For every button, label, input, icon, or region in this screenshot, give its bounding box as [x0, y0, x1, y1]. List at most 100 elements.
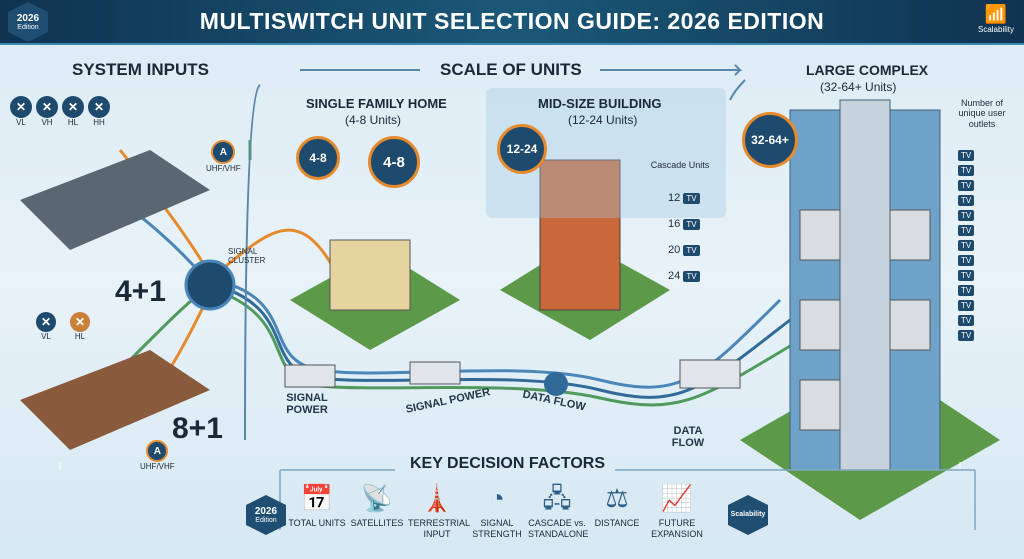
- outlets-label: Number of unique user outlets: [958, 98, 1006, 129]
- cascade-count: 20: [668, 244, 681, 256]
- tv-icon: TV: [958, 240, 975, 251]
- scalability-badge-bottom: Scalability: [728, 495, 768, 535]
- mid-building-units: (12-24 Units): [568, 113, 638, 127]
- antenna-icon: A: [211, 140, 236, 164]
- lnb-group: ✕VL ✕VH ✕HL ✕HH: [10, 96, 110, 127]
- roof-lower: [20, 350, 210, 450]
- small-lnb-group: ✕VL ✕HL: [36, 312, 90, 341]
- factor-label: SATELLITES: [350, 518, 404, 528]
- lnb-label: HH: [93, 118, 105, 127]
- scalability-label: Scalability: [977, 25, 1014, 34]
- tv-icon: TV: [958, 315, 975, 326]
- lnb-label: VH: [41, 118, 53, 127]
- lnb-vh: ✕VH: [36, 96, 58, 127]
- antenna-icon: A: [146, 440, 169, 462]
- tv-icon: TV: [683, 219, 700, 230]
- lnb-vl-small: ✕VL: [36, 312, 56, 341]
- factor-satellites: 📡 SATELLITES: [348, 478, 406, 540]
- scale-icon: ⚖: [605, 483, 629, 513]
- globe-icon: [544, 372, 568, 396]
- tower-icon: 🗼: [420, 483, 454, 513]
- cascade-count: 16: [668, 218, 681, 230]
- large-complex-title: LARGE COMPLEX: [806, 62, 929, 78]
- cascade-item: 12 TV: [668, 192, 700, 204]
- signal-cluster-hub: [184, 259, 236, 311]
- tv-icon: TV: [958, 330, 975, 341]
- scalability-badge: 📶Scalability: [972, 4, 1020, 34]
- factor-distance: ⚖ DISTANCE: [588, 478, 646, 540]
- calendar-icon: 📅: [300, 483, 334, 513]
- growth-chart-icon: 📶: [984, 4, 1008, 24]
- gauge-icon: ◔: [489, 483, 505, 513]
- tv-icon: TV: [958, 225, 975, 236]
- tv-icon: TV: [683, 271, 700, 282]
- factor-terrestrial-input: 🗼 TERRESTRIAL INPUT: [408, 478, 471, 540]
- cascade-count: 12: [668, 192, 681, 204]
- tv-icon: TV: [958, 180, 975, 191]
- lnb-label: VL: [16, 118, 26, 127]
- cascade-list: 12 TV 16 TV 20 TV 24 TV: [668, 192, 700, 282]
- lnb-label: HL: [74, 332, 86, 341]
- lnb-hh: ✕HH: [88, 96, 110, 127]
- network-icon: 🖧: [542, 483, 572, 513]
- growth-chart-icon: 📈: [660, 483, 694, 513]
- config-4plus1: 4+1: [115, 275, 166, 308]
- tv-icon: TV: [683, 245, 700, 256]
- single-home-units: (4-8 Units): [345, 113, 402, 127]
- factor-label: CASCADE vs. STANDALONE: [528, 518, 589, 539]
- cascade-item: 20 TV: [668, 244, 700, 256]
- page-title: MULTISWITCH UNIT SELECTION GUIDE: 2026 E…: [199, 8, 825, 34]
- config-8plus1: 8+1: [172, 412, 223, 445]
- cascade-units-label: Cascade Units: [650, 160, 710, 170]
- factor-label: TERRESTRIAL INPUT: [408, 518, 471, 539]
- antenna-label: UHF/VHF: [206, 164, 241, 173]
- factor-signal-strength: ◔SIGNAL STRENGTH: [468, 478, 526, 540]
- unit-badge: 32-64+: [742, 112, 798, 168]
- signal-cluster-label: SIGNAL CLUSTER: [228, 247, 266, 265]
- factor-total-units: 📅 TOTAL UNITS: [288, 478, 346, 540]
- factor-cascade-standalone: 🖧 CASCADE vs. STANDALONE: [528, 478, 589, 540]
- tv-icon: TV: [958, 270, 975, 281]
- key-factors-title: KEY DECISION FACTORS: [410, 455, 605, 472]
- cascade-switch: [799, 299, 841, 351]
- system-inputs-title: SYSTEM INPUTS: [72, 60, 209, 79]
- cable-home-orange: [214, 228, 342, 281]
- single-family-house: [329, 239, 411, 311]
- factor-label: TOTAL UNITS: [288, 518, 346, 528]
- cable-trunk-green: [214, 288, 801, 407]
- flow-label: SIGNAL POWER: [286, 392, 328, 417]
- amplifier-unit: [409, 361, 461, 385]
- cascade-switch: [799, 209, 841, 261]
- amplifier-unit: [284, 364, 336, 388]
- edition-year: 2026: [254, 505, 278, 517]
- cascade-switch: [889, 209, 931, 261]
- lnb-label: HL: [67, 118, 79, 127]
- tv-icon: TV: [958, 165, 975, 176]
- edition-label: Edition: [17, 23, 39, 31]
- cascade-switch: [799, 379, 841, 431]
- tv-icon: TV: [958, 195, 975, 206]
- flow-label: DATA FLOW: [671, 425, 705, 450]
- factor-label: DISTANCE: [594, 518, 640, 528]
- tv-icon: TV: [958, 300, 975, 311]
- lnb-label: VL: [41, 332, 51, 341]
- large-complex-units: (32-64+ Units): [820, 80, 897, 94]
- cascade-count: 24: [668, 270, 681, 282]
- cascade-item: 16 TV: [668, 218, 700, 230]
- multiswitch-unit: [679, 359, 741, 389]
- tv-icon: TV: [683, 193, 700, 204]
- factor-future-expansion: 📈FUTURE EXPANSION: [648, 478, 706, 540]
- satellite-icon: 📡: [360, 483, 394, 513]
- antenna-label: UHF/VHF: [140, 462, 175, 471]
- edition-label: Edition: [255, 516, 277, 524]
- cascade-item: 24 TV: [668, 270, 700, 282]
- lnb-vl: ✕VL: [10, 96, 32, 127]
- lnb-hl: ✕HL: [62, 96, 84, 127]
- tv-icon: TV: [958, 150, 975, 161]
- single-home-title: SINGLE FAMILY HOME: [306, 96, 447, 111]
